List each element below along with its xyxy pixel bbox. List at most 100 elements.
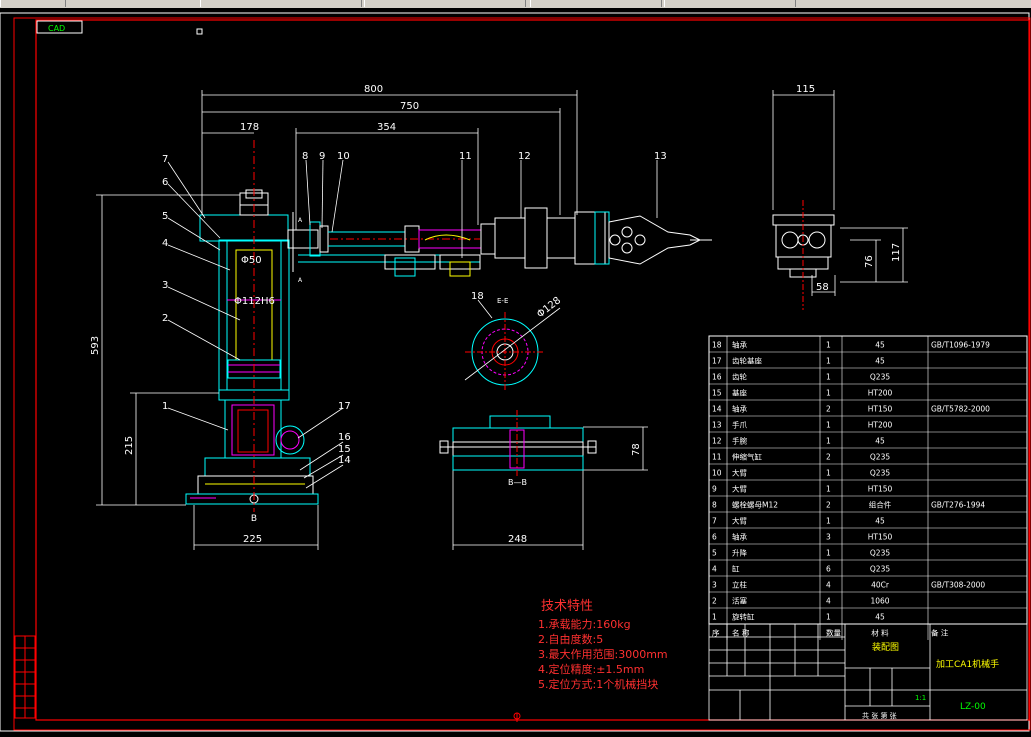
title-block <box>708 623 1028 721</box>
bom-cell-name: 齿轮基座 <box>732 356 762 366</box>
bom-header-std: 备 注 <box>931 628 949 638</box>
bom-cell-std: GB/T1096-1979 <box>931 341 990 350</box>
bom-cell-mat: HT150 <box>868 405 893 414</box>
bom-cell-qty: 1 <box>826 517 831 526</box>
balloon-17: 17 <box>338 401 351 412</box>
bom-cell-qty: 1 <box>826 421 831 430</box>
bom-cell-no: 1 <box>712 613 717 622</box>
bom-cell-mat: 45 <box>875 613 885 622</box>
dim-178: 178 <box>240 122 259 133</box>
bom-cell-qty: 1 <box>826 613 831 622</box>
tech-line-3: 3.最大作用范围:3000mm <box>538 647 668 661</box>
bom-cell-no: 16 <box>712 373 722 382</box>
window-top-strip <box>0 0 1031 8</box>
bom-cell-name: 大臂 <box>732 468 747 478</box>
bom-cell-mat: 组合件 <box>869 500 892 510</box>
bom-cell-qty: 3 <box>826 533 831 542</box>
balloon-16: 16 <box>338 432 351 443</box>
dim-58: 58 <box>816 282 829 293</box>
section-b-b <box>439 410 597 476</box>
toolbar-tab[interactable] <box>200 0 362 7</box>
sheet-count: 共 张 第 张 <box>862 711 897 720</box>
bom-cell-qty: 1 <box>826 485 831 494</box>
balloon-11: 11 <box>459 151 472 162</box>
tech-line-1: 1.承载能力:160kg <box>538 617 631 631</box>
bom-cell-no: 18 <box>712 341 722 350</box>
view-e-e-label: E-E <box>497 297 508 305</box>
balloon-9: 9 <box>319 151 325 162</box>
toolbar-tab[interactable] <box>530 0 662 7</box>
balloon-1: 1 <box>162 401 168 412</box>
balloon-15: 15 <box>338 444 351 455</box>
sheet-border <box>13 17 1031 731</box>
bom-cell-name: 基座 <box>732 388 747 398</box>
bom-cell-name: 轴承 <box>732 340 747 350</box>
dim-215: 215 <box>124 436 135 455</box>
balloon-8: 8 <box>302 151 308 162</box>
bom-cell-name: 升降 <box>732 548 747 558</box>
scale-ratio: 1:1 <box>915 694 926 702</box>
ucs-marker <box>196 28 203 35</box>
side-view <box>772 200 835 310</box>
dim-248: 248 <box>508 534 527 545</box>
toolbar-tab[interactable] <box>364 0 526 7</box>
bom-cell-qty: 1 <box>826 373 831 382</box>
dim-50: Φ50 <box>241 255 262 266</box>
title-block-texts: 装配图 加工CA1机械手 LZ-00 1:1 共 张 第 张 <box>862 641 999 720</box>
bom-cell-name: 大臂 <box>732 484 747 494</box>
bom-cell-no: 9 <box>712 485 717 494</box>
bom-cell-mat: 1060 <box>870 597 889 606</box>
dim-800: 800 <box>364 84 383 95</box>
section-mark: A <box>298 217 303 224</box>
bom-cell-mat: 45 <box>875 437 885 446</box>
toolbar-tab[interactable] <box>664 0 796 7</box>
bom-cell-qty: 1 <box>826 469 831 478</box>
bom-cell-no: 11 <box>712 453 722 462</box>
bom-cell-no: 4 <box>712 565 717 574</box>
bom-cell-qty: 4 <box>826 597 831 606</box>
bom-cell-std: GB/T308-2000 <box>931 581 985 590</box>
balloon-14: 14 <box>338 455 351 466</box>
bom-cell-mat: 45 <box>875 341 885 350</box>
balloon-3: 3 <box>162 280 168 291</box>
bom-cell-qty: 1 <box>826 549 831 558</box>
view-b-b-label: B—B <box>508 478 527 487</box>
toolbar-tab[interactable] <box>0 0 66 7</box>
balloon-6: 6 <box>162 177 168 188</box>
leader-lines <box>167 159 658 489</box>
bom-cell-qty: 1 <box>826 357 831 366</box>
bom-cell-mat: HT200 <box>868 421 893 430</box>
bom-header-no: 序 <box>712 628 720 638</box>
balloon-7: 7 <box>162 154 168 165</box>
bom-cell-no: 17 <box>712 357 722 366</box>
cad-drawing-canvas[interactable]: CAD <box>0 8 1031 733</box>
view-b-label: B <box>251 514 257 524</box>
tech-line-5: 5.定位方式:1个机械挡块 <box>538 677 658 691</box>
center-mark <box>513 712 521 720</box>
layer-tab[interactable] <box>36 20 83 34</box>
bom-cell-qty: 2 <box>826 501 831 510</box>
bom-cell-mat: HT200 <box>868 389 893 398</box>
tech-title: 技术特性 <box>541 599 593 614</box>
bom-cell-no: 13 <box>712 421 722 430</box>
front-view: A A B <box>185 140 712 524</box>
bom-cell-name: 活塞 <box>732 596 747 606</box>
bom-header-name: 名 称 <box>732 628 750 638</box>
tech-line-2: 2.自由度数:5 <box>538 632 603 646</box>
bom-cell-qty: 2 <box>826 405 831 414</box>
dim-117: 117 <box>891 243 902 262</box>
bom-cell-name: 旋转缸 <box>732 612 755 622</box>
bom-cell-mat: Q235 <box>870 453 890 462</box>
balloon-18: 18 <box>471 291 484 302</box>
bom-cell-mat: 45 <box>875 357 885 366</box>
bom-cell-std: GB/T5782-2000 <box>931 405 990 414</box>
dim-76: 76 <box>864 255 875 268</box>
bom-cell-name: 缸 <box>732 564 740 574</box>
drawing-frame <box>35 19 1030 721</box>
bom-cell-no: 3 <box>712 581 717 590</box>
dimension-lines <box>96 90 908 550</box>
bom-header-qty: 数量 <box>826 628 841 638</box>
bom-cell-no: 15 <box>712 389 722 398</box>
bom-cell-name: 伸缩气缸 <box>732 452 762 462</box>
dim-750: 750 <box>400 101 419 112</box>
